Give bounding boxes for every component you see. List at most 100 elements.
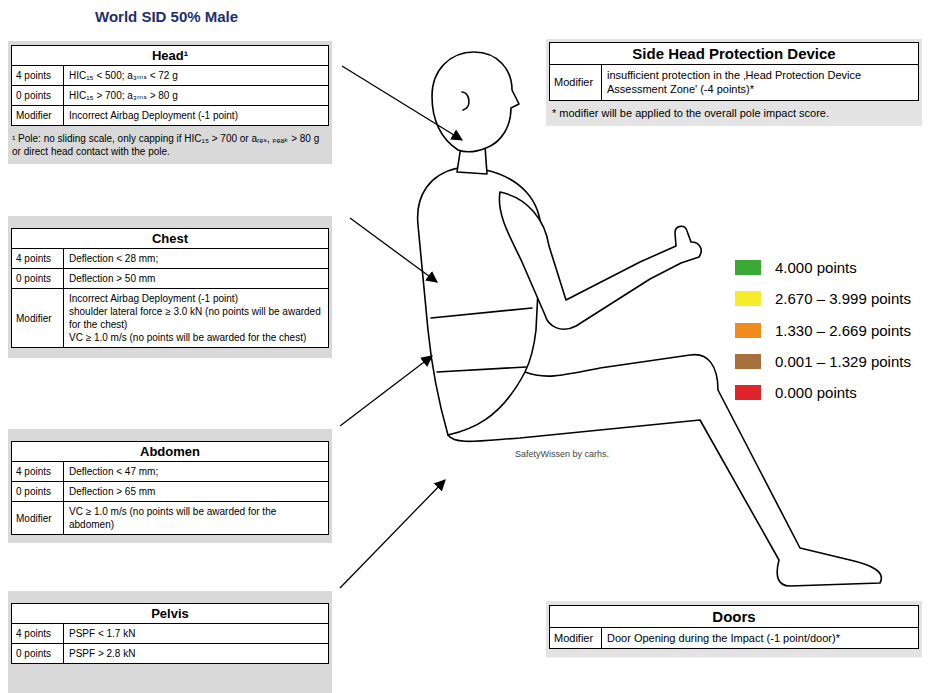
points-cell: 4 points: [12, 624, 64, 643]
legend-swatch: [735, 385, 761, 400]
dummy-head: [432, 52, 519, 152]
legend-text: 0.001 – 1.329 points: [775, 353, 911, 370]
points-cell: 4 points: [12, 66, 64, 85]
leader-arrow: [340, 356, 432, 426]
points-cell: 0 points: [12, 86, 64, 105]
legend-swatch: [735, 323, 761, 338]
table-heading: Doors: [550, 606, 918, 628]
points-cell: 4 points: [12, 462, 64, 481]
points-cell: 0 points: [12, 269, 64, 288]
legend-text: 2.670 – 3.999 points: [775, 290, 911, 307]
criterion-cell: PSPF < 1.7 kN: [64, 624, 328, 643]
table-heading: Head¹: [12, 46, 328, 66]
footnote: * modifier will be applied to the overal…: [552, 106, 916, 120]
rating-table: DoorsModifier Door Opening during the Imp…: [549, 605, 919, 649]
rating-table: Pelvis4 points PSPF < 1.7 kN 0 points PSPF …: [11, 603, 329, 664]
criterion-text: VC ≥ 1.0 m/s (no points will be awarded …: [69, 505, 323, 531]
table-heading: Abdomen: [12, 442, 328, 462]
dummy-segment-line: [437, 367, 526, 372]
points-cell: 0 points: [12, 482, 64, 501]
table-row: 4 points HIC₁₅ < 500; a₃ₘₛ < 72 g: [12, 66, 328, 86]
rating-table: Abdomen4 points Deflection < 47 mm; 0 poin…: [11, 441, 329, 535]
criterion-text: Deflection > 65 mm: [69, 485, 323, 498]
rating-table: Head¹4 points HIC₁₅ < 500; a₃ₘₛ < 72 g 0 p…: [11, 45, 329, 126]
table-heading: Side Head Protection Device: [550, 43, 918, 65]
table-panel: [8, 429, 332, 543]
legend-entry: 4.000 points: [735, 259, 857, 276]
table-heading: Pelvis: [12, 604, 328, 624]
legend-entry: 0.001 – 1.329 points: [735, 353, 911, 370]
criterion-text: VC ≥ 1.0 m/s (no points will be awarded …: [69, 331, 323, 344]
points-cell: Modifier: [550, 628, 602, 648]
criterion-text: HIC₁₅ > 700; a₃ₘₛ > 80 g: [69, 89, 323, 102]
leader-arrow: [350, 218, 437, 282]
criterion-text: Door Opening during the Impact (-1 point…: [607, 631, 913, 645]
table-row: 0 points PSPF > 2.8 kN: [12, 644, 328, 663]
criterion-cell: Door Opening during the Impact (-1 point…: [602, 628, 918, 648]
dummy-arm: [499, 192, 701, 329]
legend-text: 1.330 – 2.669 points: [775, 322, 911, 339]
legend-swatch: [735, 260, 761, 275]
footnote: ¹ Pole: no sliding scale, only capping i…: [12, 132, 324, 158]
criterion-text: Incorrect Airbag Deployment (-1 point): [69, 292, 323, 305]
points-cell: 4 points: [12, 249, 64, 268]
table-panel: [8, 591, 332, 693]
criterion-text: Deflection < 28 mm;: [69, 252, 323, 265]
points-cell: Modifier: [12, 289, 64, 347]
table-row: Modifier Door Opening during the Impact (…: [550, 628, 918, 648]
criterion-text: PSPF > 2.8 kN: [69, 647, 323, 660]
criterion-cell: Deflection < 28 mm;: [64, 249, 328, 268]
table-row: Modifierinsufficient protection in the ‚…: [550, 65, 918, 100]
dummy-ear: [462, 92, 469, 110]
criterion-cell: Deflection > 50 mm: [64, 269, 328, 288]
legend-entry: 1.330 – 2.669 points: [735, 322, 911, 339]
points-cell: 0 points: [12, 644, 64, 663]
criterion-text: Deflection < 47 mm;: [69, 465, 323, 478]
criterion-text: insufficient protection in the ‚Head Pro…: [607, 68, 913, 97]
table-row: ModifierVC ≥ 1.0 m/s (no points will be …: [12, 502, 328, 534]
watermark: SafetyWissen by carhs.: [515, 449, 635, 461]
criterion-text: Deflection > 50 mm: [69, 272, 323, 285]
table-row: 4 points Deflection < 28 mm;: [12, 249, 328, 269]
table-row: 0 points HIC₁₅ > 700; a₃ₘₛ > 80 g: [12, 86, 328, 106]
legend-swatch: [735, 354, 761, 369]
rating-table: Chest4 points Deflection < 28 mm; 0 points…: [11, 228, 329, 348]
points-cell: Modifier: [12, 502, 64, 534]
rating-table: Side Head Protection DeviceModifierinsuf…: [549, 42, 919, 101]
dummy-segment-line: [431, 308, 532, 318]
criterion-text: HIC₁₅ < 500; a₃ₘₛ < 72 g: [69, 69, 323, 82]
table-row: 4 points PSPF < 1.7 kN: [12, 624, 328, 644]
leader-arrow: [340, 480, 445, 588]
leader-arrow: [342, 66, 462, 140]
legend-text: 0.000 points: [775, 384, 857, 401]
table-panel: [8, 216, 332, 358]
legend-entry: 2.670 – 3.999 points: [735, 290, 911, 307]
criterion-cell: HIC₁₅ < 500; a₃ₘₛ < 72 g: [64, 66, 328, 85]
criterion-cell: HIC₁₅ > 700; a₃ₘₛ > 80 g: [64, 86, 328, 105]
table-row: 0 points Deflection > 50 mm: [12, 269, 328, 289]
table-row: Modifier Incorrect Airbag Deployment (-1 …: [12, 106, 328, 125]
criterion-cell: PSPF > 2.8 kN: [64, 644, 328, 663]
criterion-cell: insufficient protection in the ‚Head Pro…: [602, 65, 918, 100]
criterion-text: shoulder lateral force ≥ 3.0 kN (no poin…: [69, 305, 323, 331]
table-panel: [546, 39, 922, 126]
points-cell: Modifier: [550, 65, 602, 100]
diagram-title: World SID 50% Male: [95, 8, 238, 25]
table-row: 4 points Deflection < 47 mm;: [12, 462, 328, 482]
table-row: 0 points Deflection > 65 mm: [12, 482, 328, 502]
legend-swatch: [735, 291, 761, 306]
legend-text: 4.000 points: [775, 259, 857, 276]
table-heading: Chest: [12, 229, 328, 249]
criterion-text: PSPF < 1.7 kN: [69, 627, 323, 640]
points-cell: Modifier: [12, 106, 64, 125]
criterion-cell: Deflection < 47 mm;: [64, 462, 328, 481]
criterion-cell: Deflection > 65 mm: [64, 482, 328, 501]
table-panel: [8, 41, 332, 164]
legend-entry: 0.000 points: [735, 384, 857, 401]
criterion-cell: Incorrect Airbag Deployment (-1 point): [64, 106, 328, 125]
criterion-cell: Incorrect Airbag Deployment (-1 point)sh…: [64, 289, 328, 347]
table-row: ModifierIncorrect Airbag Deployment (-1 …: [12, 289, 328, 347]
table-panel: [546, 601, 922, 657]
criterion-cell: VC ≥ 1.0 m/s (no points will be awarded …: [64, 502, 328, 534]
criterion-text: Incorrect Airbag Deployment (-1 point): [69, 109, 323, 122]
